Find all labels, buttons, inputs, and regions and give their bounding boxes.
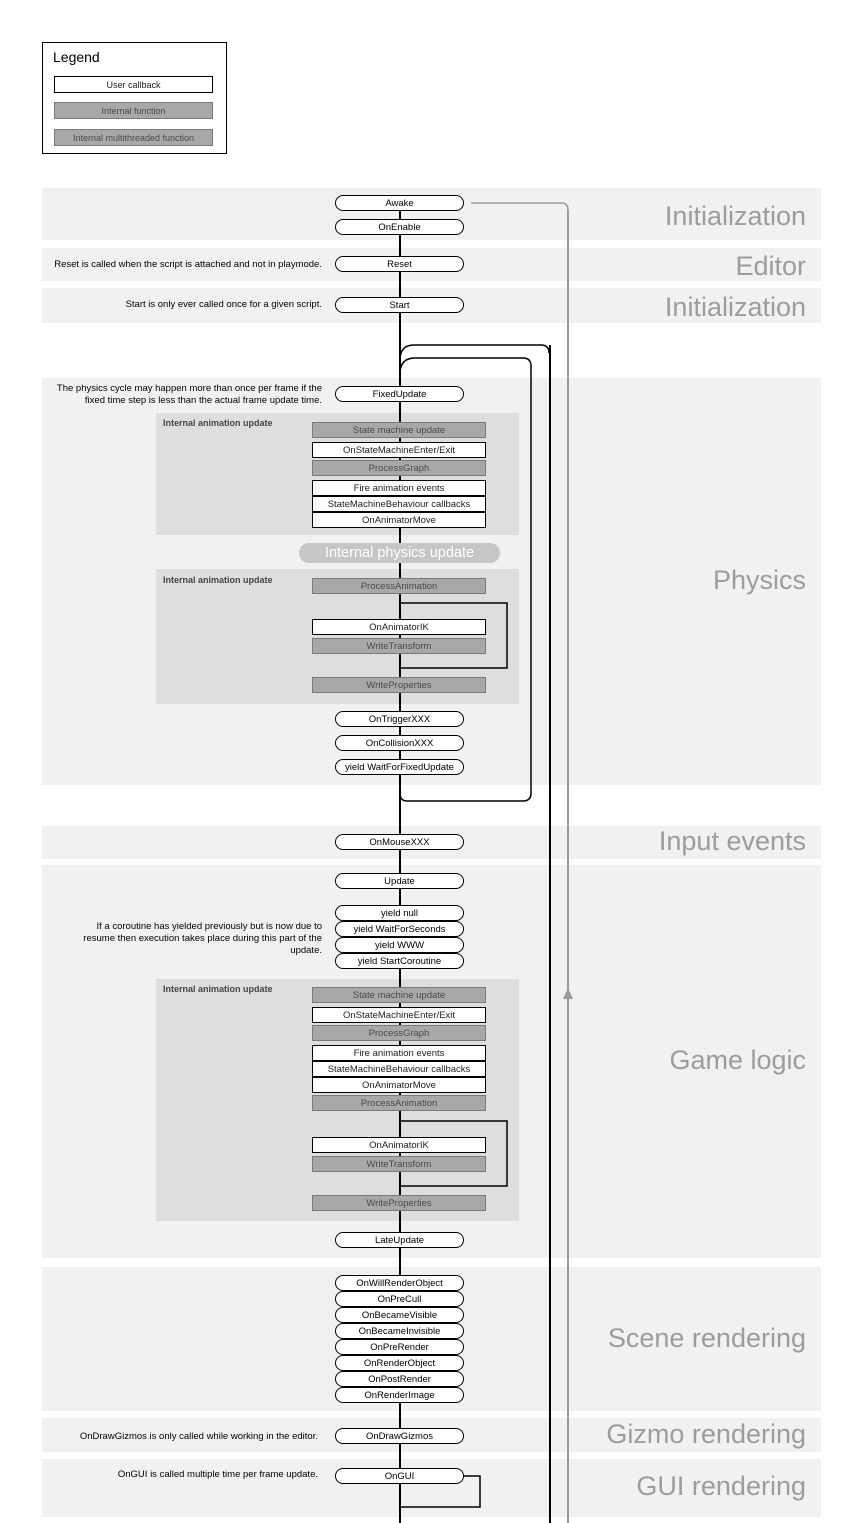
node-ontriggerxxx: OnTriggerXXX <box>335 711 464 727</box>
node-statemachinebehaviour-callbacks: StateMachineBehaviour callbacks <box>312 496 486 512</box>
node-yield-waitforfixedupdate: yield WaitForFixedUpdate <box>335 759 464 775</box>
node-onanimatorik: OnAnimatorIK <box>312 619 486 635</box>
node-writetransform: WriteTransform <box>312 1156 486 1172</box>
node-onstatemachineenterexit: OnStateMachineEnter/Exit <box>312 442 486 458</box>
section-label-input-events: Input events <box>658 826 806 856</box>
note-reset: Reset is called when the script is attac… <box>54 259 322 270</box>
node-onanimatormove: OnAnimatorMove <box>312 512 486 528</box>
note-gui: OnGUI is called multiple time per frame … <box>117 1469 318 1480</box>
node-start: Start <box>335 297 464 313</box>
node-lateupdate: LateUpdate <box>335 1232 464 1248</box>
frame-loop-line <box>567 210 569 1523</box>
node-onrenderimage: OnRenderImage <box>335 1387 464 1403</box>
legend-internal-multithreaded: Internal multithreaded function <box>54 129 213 146</box>
node-onanimatorik: OnAnimatorIK <box>312 1137 486 1153</box>
node-fixedupdate: FixedUpdate <box>335 386 464 402</box>
node-processgraph: ProcessGraph <box>312 1025 486 1041</box>
animation-block-label: Internal animation update <box>163 418 273 428</box>
node-onwillrenderobject: OnWillRenderObject <box>335 1275 464 1291</box>
node-reset: Reset <box>335 256 464 272</box>
node-processanimation: ProcessAnimation <box>312 578 486 594</box>
legend: Legend User callback Internal function I… <box>42 42 227 154</box>
note-coroutine: If a coroutine has yielded previously bu… <box>83 921 322 956</box>
section-label-game-logic: Game logic <box>669 1045 806 1075</box>
node-onmousexxx: OnMouseXXX <box>335 834 464 850</box>
node-ondrawgizmos: OnDrawGizmos <box>335 1428 464 1444</box>
node-internal-physics-update: Internal physics update <box>299 543 500 563</box>
node-statemachinebehaviour-callbacks: StateMachineBehaviour callbacks <box>312 1061 486 1077</box>
node-yield-www: yield WWW <box>335 937 464 953</box>
section-label-initialization: Initialization <box>664 292 806 322</box>
node-fire-animation-events: Fire animation events <box>312 480 486 496</box>
animation-block-label: Internal animation update <box>163 575 273 585</box>
node-onanimatormove: OnAnimatorMove <box>312 1077 486 1093</box>
section-label-scene-rendering: Scene rendering <box>607 1323 806 1353</box>
section-label-editor: Editor <box>735 251 806 281</box>
node-writeproperties: WriteProperties <box>312 1195 486 1211</box>
node-state-machine-update: State machine update <box>312 987 486 1003</box>
node-onrenderobject: OnRenderObject <box>335 1355 464 1371</box>
node-yield-null: yield null <box>335 905 464 921</box>
note-physics: The physics cycle may happen more than o… <box>56 383 322 406</box>
note-gizmos: OnDrawGizmos is only called while workin… <box>79 1431 318 1442</box>
animation-block-label: Internal animation update <box>163 984 273 994</box>
node-ongui: OnGUI <box>335 1468 464 1484</box>
node-onpostrender: OnPostRender <box>335 1371 464 1387</box>
node-onenable: OnEnable <box>335 219 464 235</box>
node-fire-animation-events: Fire animation events <box>312 1045 486 1061</box>
node-yield-waitforseconds: yield WaitForSeconds <box>335 921 464 937</box>
node-writetransform: WriteTransform <box>312 638 486 654</box>
section-label-gizmo-rendering: Gizmo rendering <box>606 1419 806 1449</box>
node-processanimation: ProcessAnimation <box>312 1095 486 1111</box>
legend-internal-function: Internal function <box>54 102 213 119</box>
node-awake: Awake <box>335 195 464 211</box>
section-label-initialization: Initialization <box>664 201 806 231</box>
node-yield-startcoroutine: yield StartCoroutine <box>335 953 464 969</box>
legend-title: Legend <box>53 49 100 65</box>
node-writeproperties: WriteProperties <box>312 677 486 693</box>
section-label-physics: Physics <box>712 565 806 595</box>
node-oncollisionxxx: OnCollisionXXX <box>335 735 464 751</box>
note-start: Start is only ever called once for a giv… <box>125 299 322 310</box>
node-onbecameinvisible: OnBecameInvisible <box>335 1323 464 1339</box>
flow-line-main <box>399 203 401 1523</box>
section-label-gui-rendering: GUI rendering <box>636 1471 806 1501</box>
flow-line-inner <box>549 345 551 1523</box>
legend-user-callback: User callback <box>54 76 213 93</box>
node-update: Update <box>335 873 464 889</box>
node-onprerender: OnPreRender <box>335 1339 464 1355</box>
node-onbecamevisible: OnBecameVisible <box>335 1307 464 1323</box>
node-state-machine-update: State machine update <box>312 422 486 438</box>
node-onstatemachineenterexit: OnStateMachineEnter/Exit <box>312 1007 486 1023</box>
node-onprecull: OnPreCull <box>335 1291 464 1307</box>
node-processgraph: ProcessGraph <box>312 460 486 476</box>
